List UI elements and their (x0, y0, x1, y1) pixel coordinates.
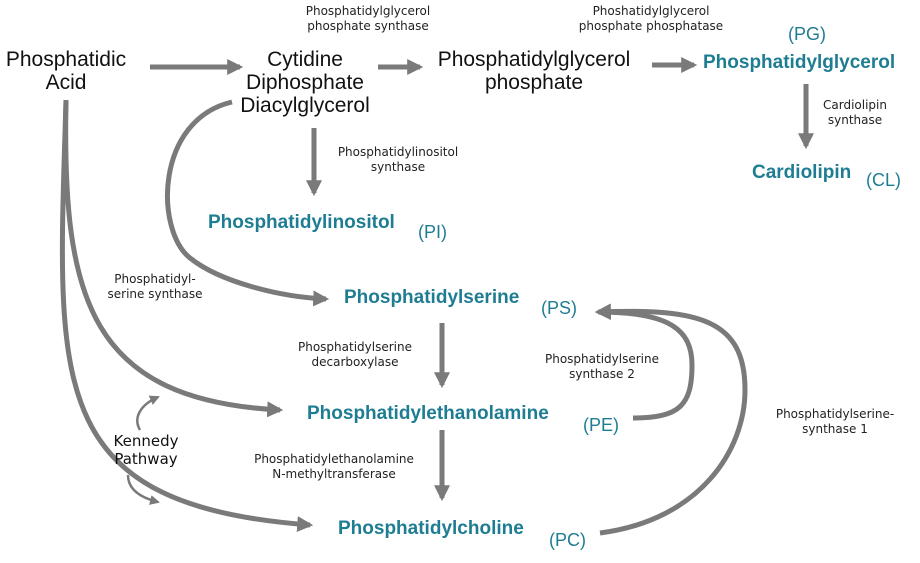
cl-abbr: (CL) (866, 170, 901, 190)
enzyme-pi-synthase: Phosphatidylinositol synthase (337, 145, 459, 174)
enzyme-ps-synthase-1: Phosphatidylserine- synthase 1 (775, 407, 895, 436)
enzyme-pgp-phosphatase: Phoshatidylglycerol phosphate phosphatas… (578, 4, 724, 33)
ps-abbr: (PS) (541, 298, 577, 318)
product-phosphatidylethanolamine: Phosphatidylethanolamine (307, 403, 549, 424)
pg-abbr: (PG) (788, 24, 826, 44)
pc-abbr: (PC) (549, 530, 586, 550)
enzyme-ps-synthase-2: Phosphatidylserine synthase 2 (545, 352, 659, 381)
enzyme-pe-methyltransferase: Phosphatidylethanolamine N-methyltransfe… (254, 452, 414, 481)
node-cdp-diacylglycerol: Cytidine Diphosphate Diacylglycerol (240, 48, 370, 117)
kennedy-arrow-down (126, 474, 160, 505)
kennedy-arrow-up (136, 395, 160, 431)
arrow-pa-to-pe (63, 99, 284, 418)
pe-abbr: (PE) (583, 415, 619, 435)
arrow-pa-to-pc (59, 99, 314, 533)
enzyme-ps-decarboxylase: Phosphatidylserine decarboxylase (298, 340, 412, 369)
node-pg-phosphate: Phosphatidylglycerol phosphate (437, 48, 631, 94)
enzyme-ps-synthase: Phosphatidyl- serine synthase (107, 272, 203, 301)
enzyme-pgp-synthase: Phosphatidylglycerol phosphate synthase (305, 4, 431, 33)
product-cardiolipin: Cardiolipin (752, 162, 852, 183)
arrow-pe-to-ps-synthase2 (594, 304, 695, 421)
product-phosphatidylserine: Phosphatidylserine (344, 287, 520, 308)
arrow-cdp-to-ps (165, 99, 330, 307)
arrow-pc-to-ps-synthase1 (594, 303, 748, 536)
product-phosphatidylinositol: Phosphatidylinositol (208, 212, 395, 233)
pi-abbr: (PI) (418, 222, 447, 242)
product-phosphatidylcholine: Phosphatidylcholine (338, 518, 524, 539)
product-phosphatidylglycerol: Phosphatidylglycerol (703, 52, 896, 73)
node-phosphatidic-acid: Phosphatidic Acid (5, 48, 127, 94)
kennedy-pathway-label: Kennedy Pathway (113, 432, 179, 468)
enzyme-cl-synthase: Cardiolipin synthase (823, 98, 887, 127)
